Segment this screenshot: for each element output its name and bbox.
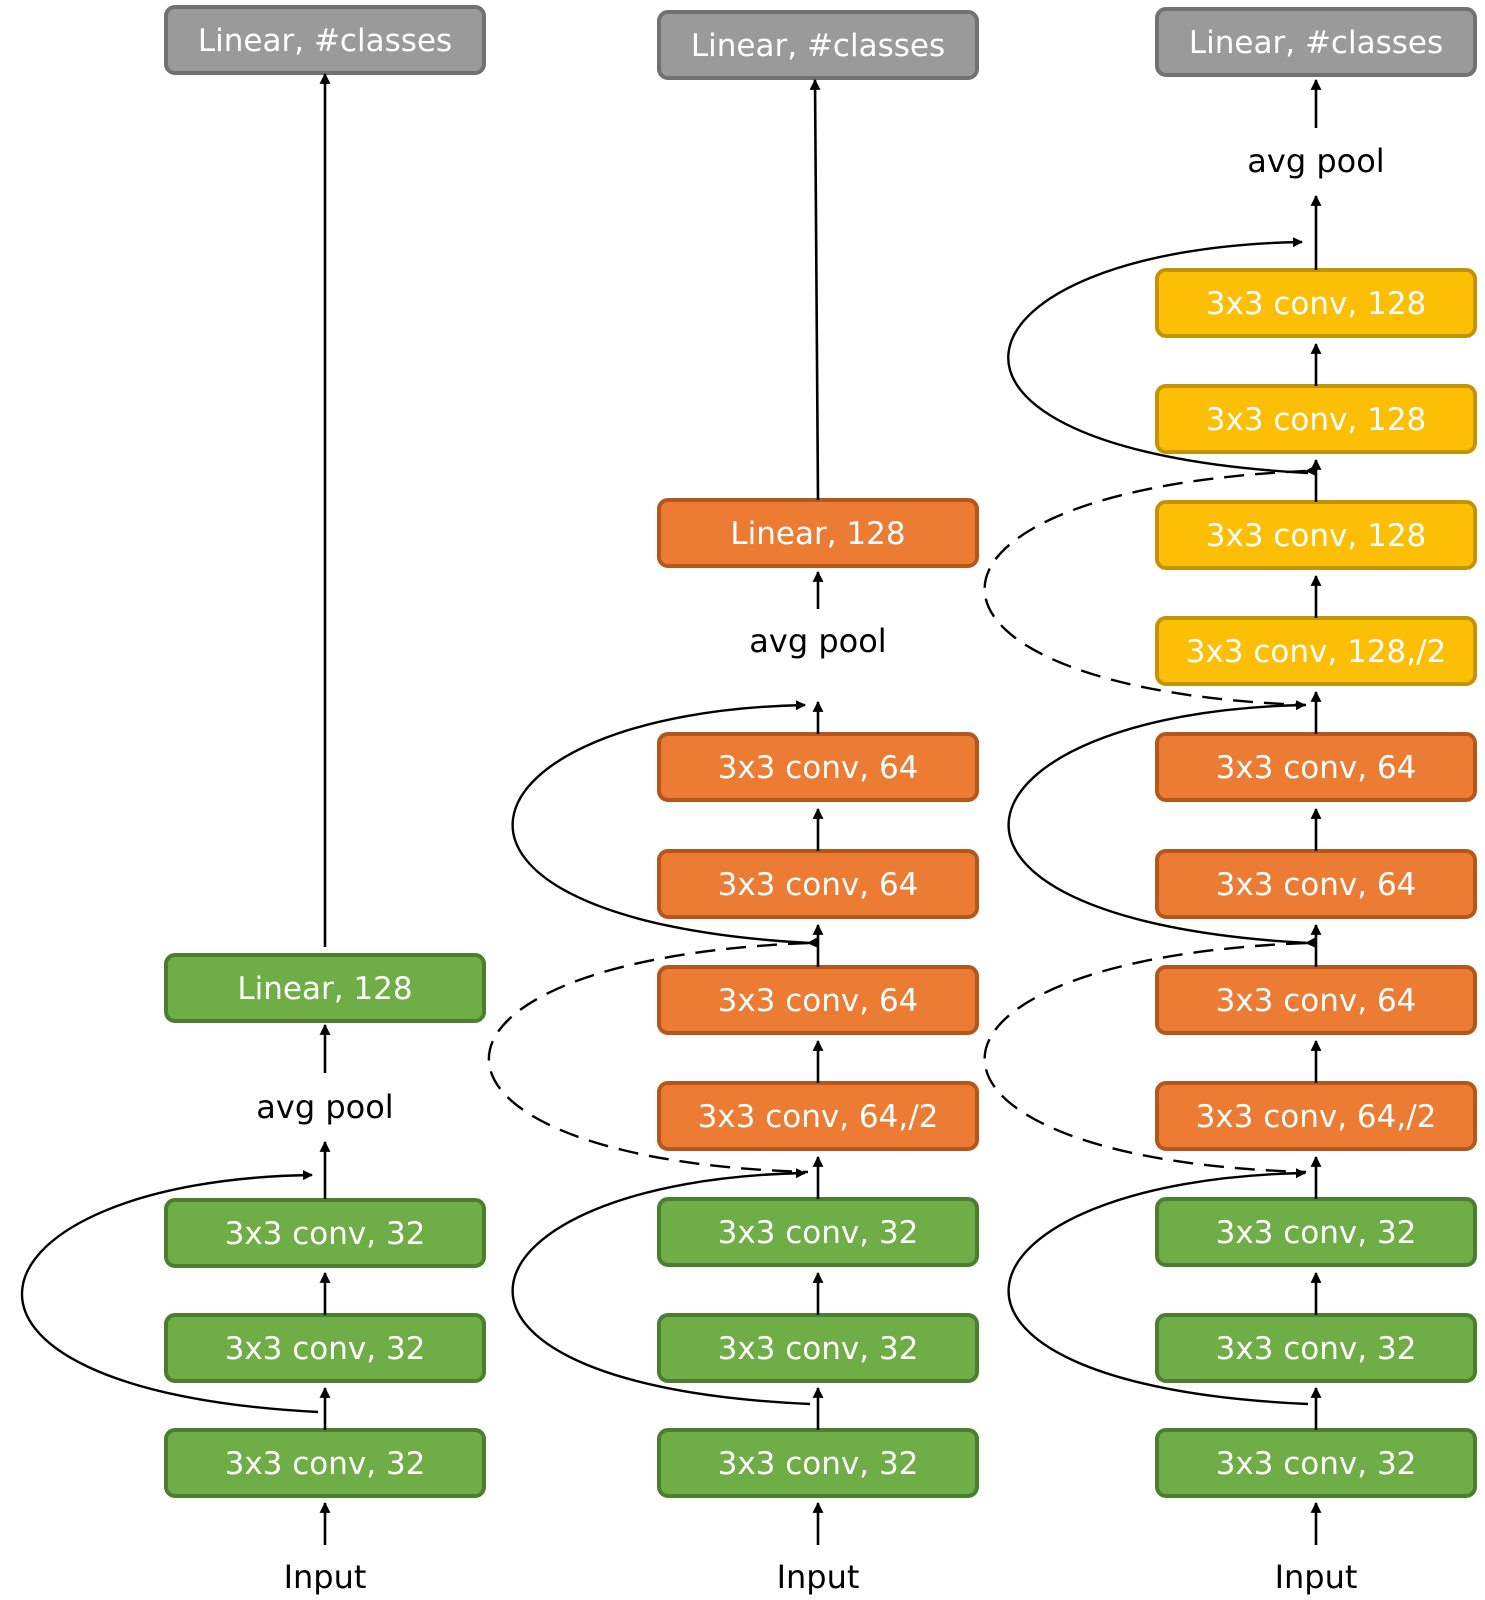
column-2-arrows — [809, 78, 824, 1545]
layer-box-label: 3x3 conv, 128,/2 — [1186, 634, 1447, 670]
layer-box: 3x3 conv, 32 — [657, 1197, 979, 1267]
layer-box-rect — [164, 1198, 486, 1268]
layer-box-label: 3x3 conv, 128 — [1206, 286, 1427, 322]
layer-box-label: Linear, 128 — [237, 971, 412, 1007]
layer-box-label: 3x3 conv, 128 — [1206, 518, 1427, 554]
layer-box-label: 3x3 conv, 32 — [225, 1331, 426, 1367]
skip-connection — [20, 1170, 319, 1414]
input-label: Input — [777, 1558, 860, 1596]
skip-connection — [511, 1168, 811, 1406]
layer-box-label: 3x3 conv, 128 — [1206, 402, 1427, 438]
layer-box-label: 3x3 conv, 64,/2 — [698, 1099, 939, 1135]
layer-box: Linear, #classes — [164, 5, 486, 75]
avg-pool-label: avg pool — [256, 1088, 393, 1126]
layer-box-label: 3x3 conv, 32 — [225, 1216, 426, 1252]
layer-box-rect — [1155, 7, 1477, 77]
layer-box: 3x3 conv, 64 — [1155, 849, 1477, 919]
layer-box: 3x3 conv, 32 — [1155, 1313, 1477, 1383]
layer-box: 3x3 conv, 64 — [657, 849, 979, 919]
layer-box-label: 3x3 conv, 32 — [225, 1446, 426, 1482]
layer-box: 3x3 conv, 128 — [1155, 500, 1477, 570]
avg-pool-label: avg pool — [1247, 142, 1384, 180]
layer-box: Linear, #classes — [1155, 7, 1477, 77]
input-label: Input — [1275, 1558, 1358, 1596]
column-3: Linear, #classes 3x3 conv, 128 3x3 conv, 1… — [983, 7, 1477, 1596]
layer-box: 3x3 conv, 32 — [164, 1313, 486, 1383]
layer-box-rect — [164, 953, 486, 1023]
layer-box-label: 3x3 conv, 64 — [1216, 750, 1417, 786]
layer-box: Linear, 128 — [164, 953, 486, 1023]
avg-pool-label: avg pool — [749, 622, 886, 660]
layer-box: Linear, 128 — [657, 498, 979, 568]
layer-box-label: 3x3 conv, 64 — [1216, 867, 1417, 903]
layer-box-label: 3x3 conv, 32 — [718, 1331, 919, 1367]
layer-box-label: 3x3 conv, 64 — [718, 983, 919, 1019]
layer-box-label: Linear, #classes — [198, 23, 452, 59]
skip-connection — [511, 700, 811, 945]
layer-box-label: 3x3 conv, 64 — [1216, 983, 1417, 1019]
layer-box-label: Linear, #classes — [691, 28, 945, 64]
layer-box: 3x3 conv, 128,/2 — [1155, 616, 1477, 686]
layer-box: Linear, #classes — [657, 10, 979, 80]
input-label: Input — [284, 1558, 367, 1596]
layer-box: 3x3 conv, 128 — [1155, 268, 1477, 338]
layer-box: 3x3 conv, 32 — [657, 1428, 979, 1498]
layer-box: 3x3 conv, 64 — [1155, 965, 1477, 1035]
layer-box: 3x3 conv, 64,/2 — [657, 1081, 979, 1151]
dashed-skip-connection — [983, 465, 1316, 707]
layer-box: 3x3 conv, 32 — [657, 1313, 979, 1383]
skip-connection — [1007, 237, 1309, 475]
layer-box: 3x3 conv, 128 — [1155, 384, 1477, 454]
layer-box: 3x3 conv, 64,/2 — [1155, 1081, 1477, 1151]
layer-box-label: 3x3 conv, 64,/2 — [1196, 1099, 1437, 1135]
layer-box: 3x3 conv, 32 — [1155, 1197, 1477, 1267]
layer-box: 3x3 conv, 32 — [1155, 1428, 1477, 1498]
layer-box-label: 3x3 conv, 32 — [1216, 1215, 1417, 1251]
skip-connection — [1007, 700, 1309, 945]
layer-box-label: Linear, 128 — [730, 516, 905, 552]
layer-box: 3x3 conv, 64 — [1155, 732, 1477, 802]
layer-box: 3x3 conv, 32 — [164, 1428, 486, 1498]
skip-connection — [1007, 1168, 1309, 1406]
layer-box: 3x3 conv, 64 — [657, 965, 979, 1035]
layer-box-label: Linear, #classes — [1189, 25, 1443, 61]
dashed-skip-connection — [487, 937, 818, 1174]
layer-box-label: 3x3 conv, 32 — [1216, 1446, 1417, 1482]
layer-box-label: 3x3 conv, 32 — [718, 1215, 919, 1251]
layer-box: 3x3 conv, 32 — [164, 1198, 486, 1268]
dashed-skip-connection — [983, 937, 1316, 1174]
layer-box-label: 3x3 conv, 32 — [1216, 1331, 1417, 1367]
layer-box-label: 3x3 conv, 64 — [718, 750, 919, 786]
flow-arrow — [809, 78, 821, 501]
layer-box-label: 3x3 conv, 64 — [718, 867, 919, 903]
layer-box-rect — [657, 10, 979, 80]
layer-box: 3x3 conv, 64 — [657, 732, 979, 802]
layer-box-label: 3x3 conv, 32 — [718, 1446, 919, 1482]
